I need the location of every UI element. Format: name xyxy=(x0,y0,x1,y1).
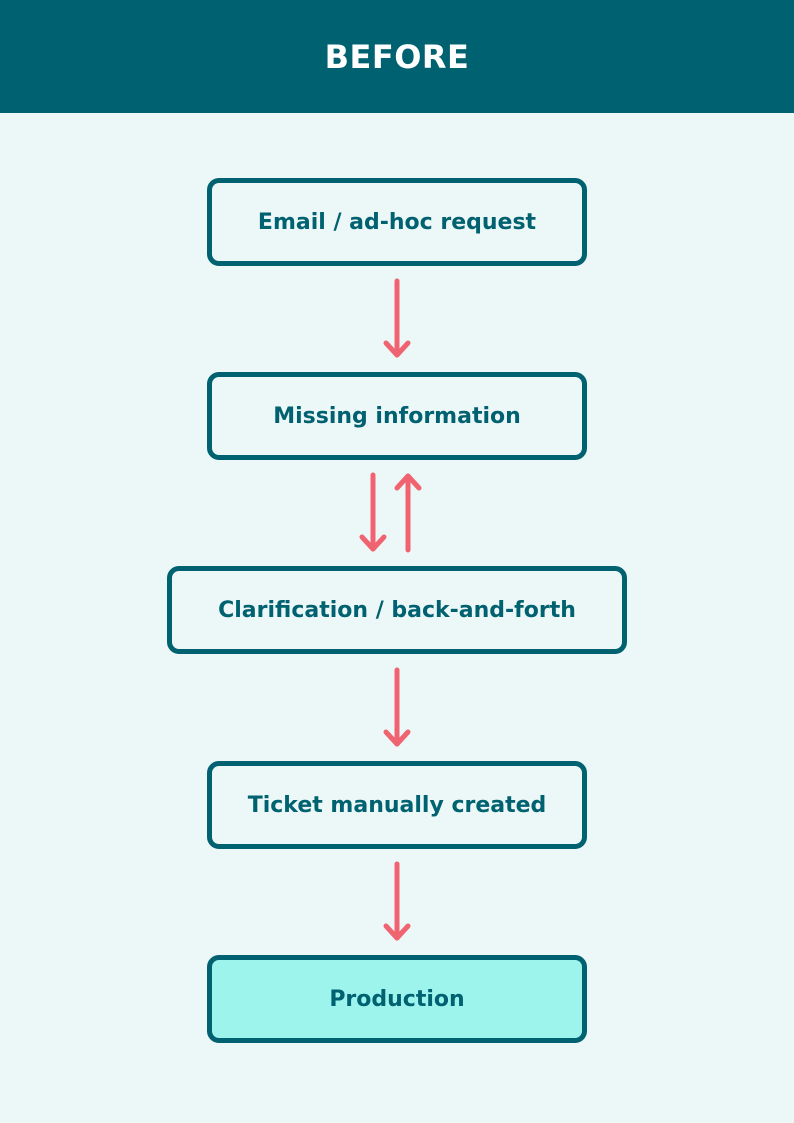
node-label: Production xyxy=(329,986,465,1012)
node-email-request: Email / ad-hoc request xyxy=(207,178,587,266)
arrow-clarification-to-missing xyxy=(394,473,422,553)
arrow-ticket-to-production xyxy=(383,861,411,941)
header-title: BEFORE xyxy=(324,37,470,76)
arrow-clarification-to-ticket xyxy=(383,667,411,747)
header-banner: BEFORE xyxy=(0,0,794,113)
node-production: Production xyxy=(207,955,587,1043)
arrow-email-to-missing xyxy=(383,278,411,358)
node-label: Clarification / back-and-forth xyxy=(218,597,576,623)
node-label: Ticket manually created xyxy=(247,792,547,818)
node-ticket-created: Ticket manually created xyxy=(207,761,587,849)
node-missing-information: Missing information xyxy=(207,372,587,460)
node-clarification: Clarification / back-and-forth xyxy=(167,566,627,654)
node-label: Missing information xyxy=(273,403,521,429)
node-label: Email / ad-hoc request xyxy=(257,209,537,235)
arrow-missing-to-clarification xyxy=(359,472,387,552)
